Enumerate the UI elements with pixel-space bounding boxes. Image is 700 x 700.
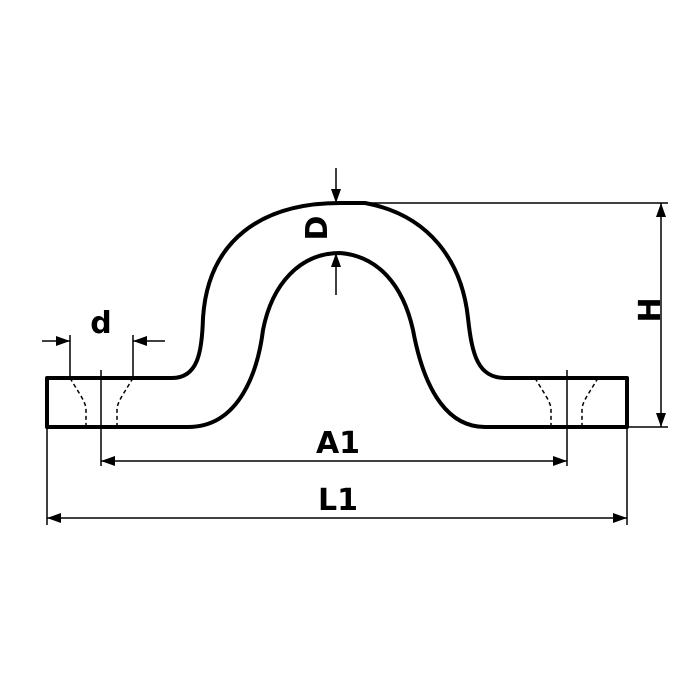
left-countersunk-hole (69, 370, 134, 466)
dimension-label-H: H (633, 297, 668, 322)
left-hole-right-edge (116, 377, 134, 427)
L1-arrow-left (47, 513, 61, 523)
A1-arrow-right (553, 456, 567, 466)
right-hole-right-edge (581, 377, 599, 427)
H-arrow-top (656, 203, 666, 217)
dimension-H: H (365, 202, 668, 428)
dimension-L1: L1 (46, 427, 628, 525)
H-arrow-bottom (656, 413, 666, 427)
dimension-label-d: d (90, 306, 111, 341)
L1-arrow-right (613, 513, 627, 523)
dimension-A1: A1 (101, 426, 567, 466)
right-hole-left-edge (534, 377, 552, 427)
d-arrow-left (56, 336, 70, 346)
part-body-outline (45, 201, 629, 429)
D-arrow-bottom (331, 253, 341, 267)
A1-arrow-left (101, 456, 115, 466)
dimension-d: d (42, 306, 165, 378)
right-countersunk-hole (534, 370, 599, 466)
D-arrow-top (331, 189, 341, 203)
left-hole-left-edge (69, 377, 87, 427)
dimension-D: D (300, 168, 341, 295)
d-arrow-right (133, 336, 147, 346)
dimension-label-L1: L1 (318, 483, 358, 518)
dimension-label-D: D (300, 216, 335, 241)
part-outline (45, 201, 629, 429)
dimension-label-A1: A1 (316, 426, 360, 461)
